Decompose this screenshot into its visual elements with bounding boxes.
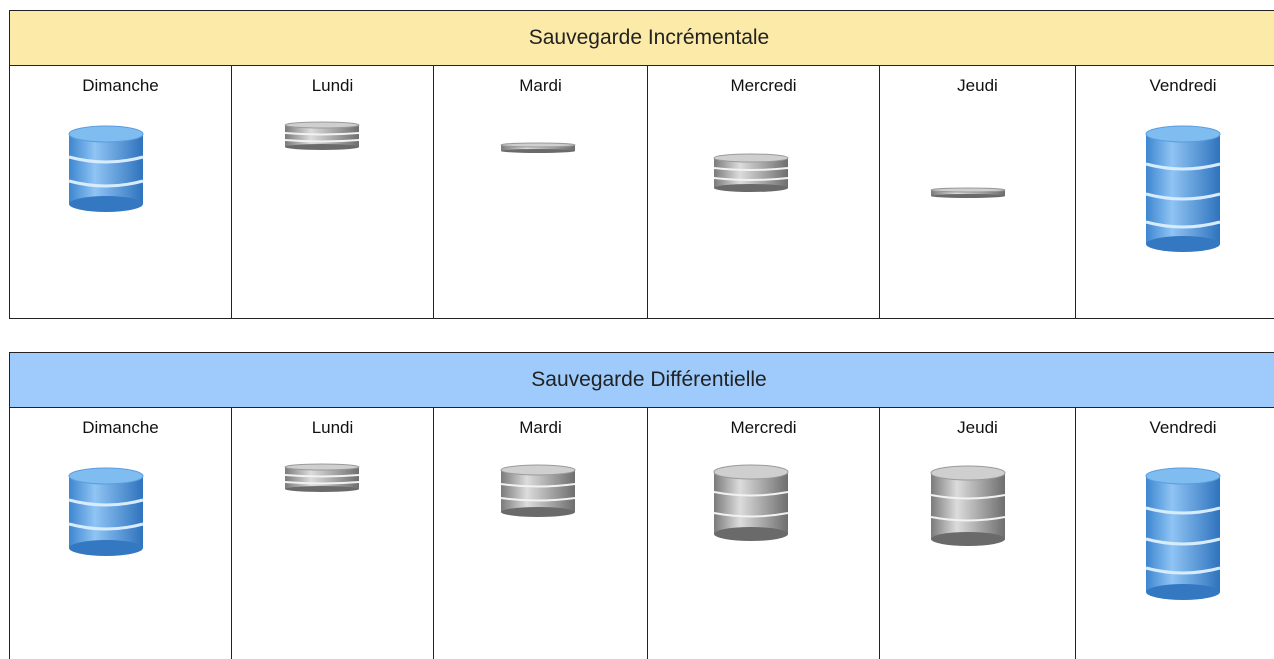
day-label: Mardi: [519, 418, 562, 437]
day-label: Jeudi: [957, 76, 998, 95]
full-backup-database-icon: [1145, 467, 1221, 600]
incremental-backup-panel: Sauvegarde Incrémentale Dimanche Lundi: [9, 10, 1274, 319]
differential-days-row: Dimanche Lundi: [9, 408, 1274, 659]
partial-backup-database-icon: [930, 465, 1006, 546]
day-label: Vendredi: [1149, 76, 1217, 95]
day-column-vendredi: Vendredi: [1076, 408, 1274, 659]
day-label: Dimanche: [82, 76, 159, 95]
day-label: Vendredi: [1149, 418, 1217, 437]
day-column-dimanche: Dimanche: [10, 408, 232, 659]
full-backup-database-icon: [68, 125, 144, 212]
partial-backup-database-icon: [500, 464, 576, 517]
partial-backup-database-icon: [930, 187, 1006, 198]
partial-backup-database-icon: [500, 142, 576, 153]
day-column-dimanche: Dimanche: [10, 66, 232, 318]
day-column-lundi: Lundi: [232, 66, 434, 318]
full-backup-database-icon: [1145, 125, 1221, 252]
differential-backup-title: Sauvegarde Différentielle: [9, 352, 1274, 408]
day-label: Lundi: [311, 76, 354, 95]
day-label: Mercredi: [730, 418, 797, 437]
day-label: Jeudi: [957, 418, 998, 437]
day-column-mardi: Mardi: [434, 66, 648, 318]
day-label: Mardi: [519, 76, 562, 95]
day-label: Lundi: [311, 418, 354, 437]
incremental-days-row: Dimanche Lundi: [9, 66, 1274, 319]
full-backup-database-icon: [68, 467, 144, 556]
differential-backup-panel: Sauvegarde Différentielle Dimanche Lundi: [9, 352, 1274, 659]
day-label: Mercredi: [730, 76, 797, 95]
day-column-jeudi: Jeudi: [880, 66, 1076, 318]
day-column-jeudi: Jeudi: [880, 408, 1076, 659]
day-column-lundi: Lundi: [232, 408, 434, 659]
day-column-mardi: Mardi: [434, 408, 648, 659]
day-column-vendredi: Vendredi: [1076, 66, 1274, 318]
day-column-mercredi: Mercredi: [648, 408, 880, 659]
partial-backup-database-icon: [713, 153, 789, 192]
incremental-backup-title: Sauvegarde Incrémentale: [9, 10, 1274, 66]
day-column-mercredi: Mercredi: [648, 66, 880, 318]
partial-backup-database-icon: [713, 464, 789, 541]
day-label: Dimanche: [82, 418, 159, 437]
partial-backup-database-icon: [284, 463, 360, 492]
partial-backup-database-icon: [284, 121, 360, 150]
